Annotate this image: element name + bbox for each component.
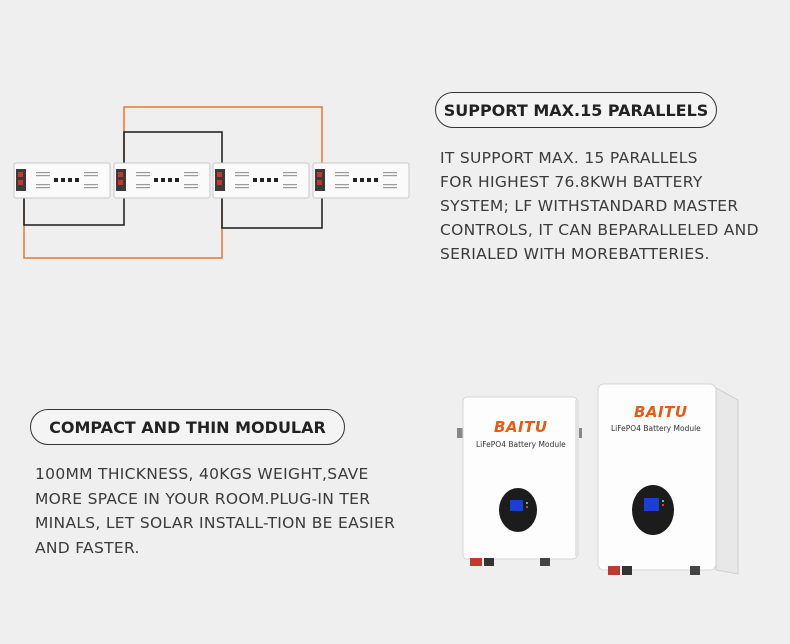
model-label-left: LiFePO4 Battery Module	[476, 440, 566, 449]
model-label-right: LiFePO4 Battery Module	[611, 424, 701, 433]
screen-bezel	[499, 488, 537, 532]
lcd-screen	[510, 500, 523, 511]
parallel-wiring-diagram	[13, 106, 410, 259]
battery-unit-3	[212, 162, 310, 199]
battery-unit-4	[312, 162, 410, 199]
section1-line: SYSTEM; LF WITHSTANDARD MASTER	[440, 197, 739, 215]
section2-line: MORE SPACE IN YOUR ROOM.PLUG-IN TER	[35, 489, 371, 508]
section2-body: 100MM THICKNESS, 40KGS WEIGHT,SAVE MORE …	[35, 462, 395, 560]
orange-wire-top	[123, 106, 323, 168]
section2-line: AND FASTER.	[35, 538, 140, 557]
battery-unit-2	[113, 162, 211, 199]
section1-heading: SUPPORT MAX.15 PARALLELS	[435, 92, 717, 128]
black-wire-bottom	[23, 185, 125, 226]
screen-bezel	[632, 485, 674, 535]
section1-heading-text: SUPPORT MAX.15 PARALLELS	[443, 100, 709, 120]
battery-unit-1	[13, 162, 111, 199]
black-wire-right	[221, 190, 323, 229]
brand-logo-right: BAITU	[634, 403, 688, 421]
section1-line: SERIALED WITH MOREBATTERIES.	[440, 245, 710, 263]
section1-line: IT SUPPORT MAX. 15 PARALLELS	[440, 149, 698, 167]
section1-line: FOR HIGHEST 76.8KWH BATTERY	[440, 173, 703, 191]
black-wire-top	[123, 131, 223, 180]
section2-heading-text: COMPACT AND THIN MODULAR	[49, 417, 326, 437]
lcd-screen	[644, 498, 659, 511]
section2-line: 100MM THICKNESS, 40KGS WEIGHT,SAVE	[35, 465, 369, 483]
section1-line: CONTROLS, IT CAN BEPARALLELED AND	[440, 221, 759, 239]
section1-body: IT SUPPORT MAX. 15 PARALLELS FOR HIGHEST…	[440, 146, 759, 266]
orange-wire-bottom	[23, 195, 223, 259]
brand-logo-left: BAITU	[494, 418, 548, 436]
section2-line: MINALS, LET SOLAR INSTALL-TION BE EASIER	[35, 514, 396, 532]
section2-heading: COMPACT AND THIN MODULAR	[30, 409, 345, 445]
